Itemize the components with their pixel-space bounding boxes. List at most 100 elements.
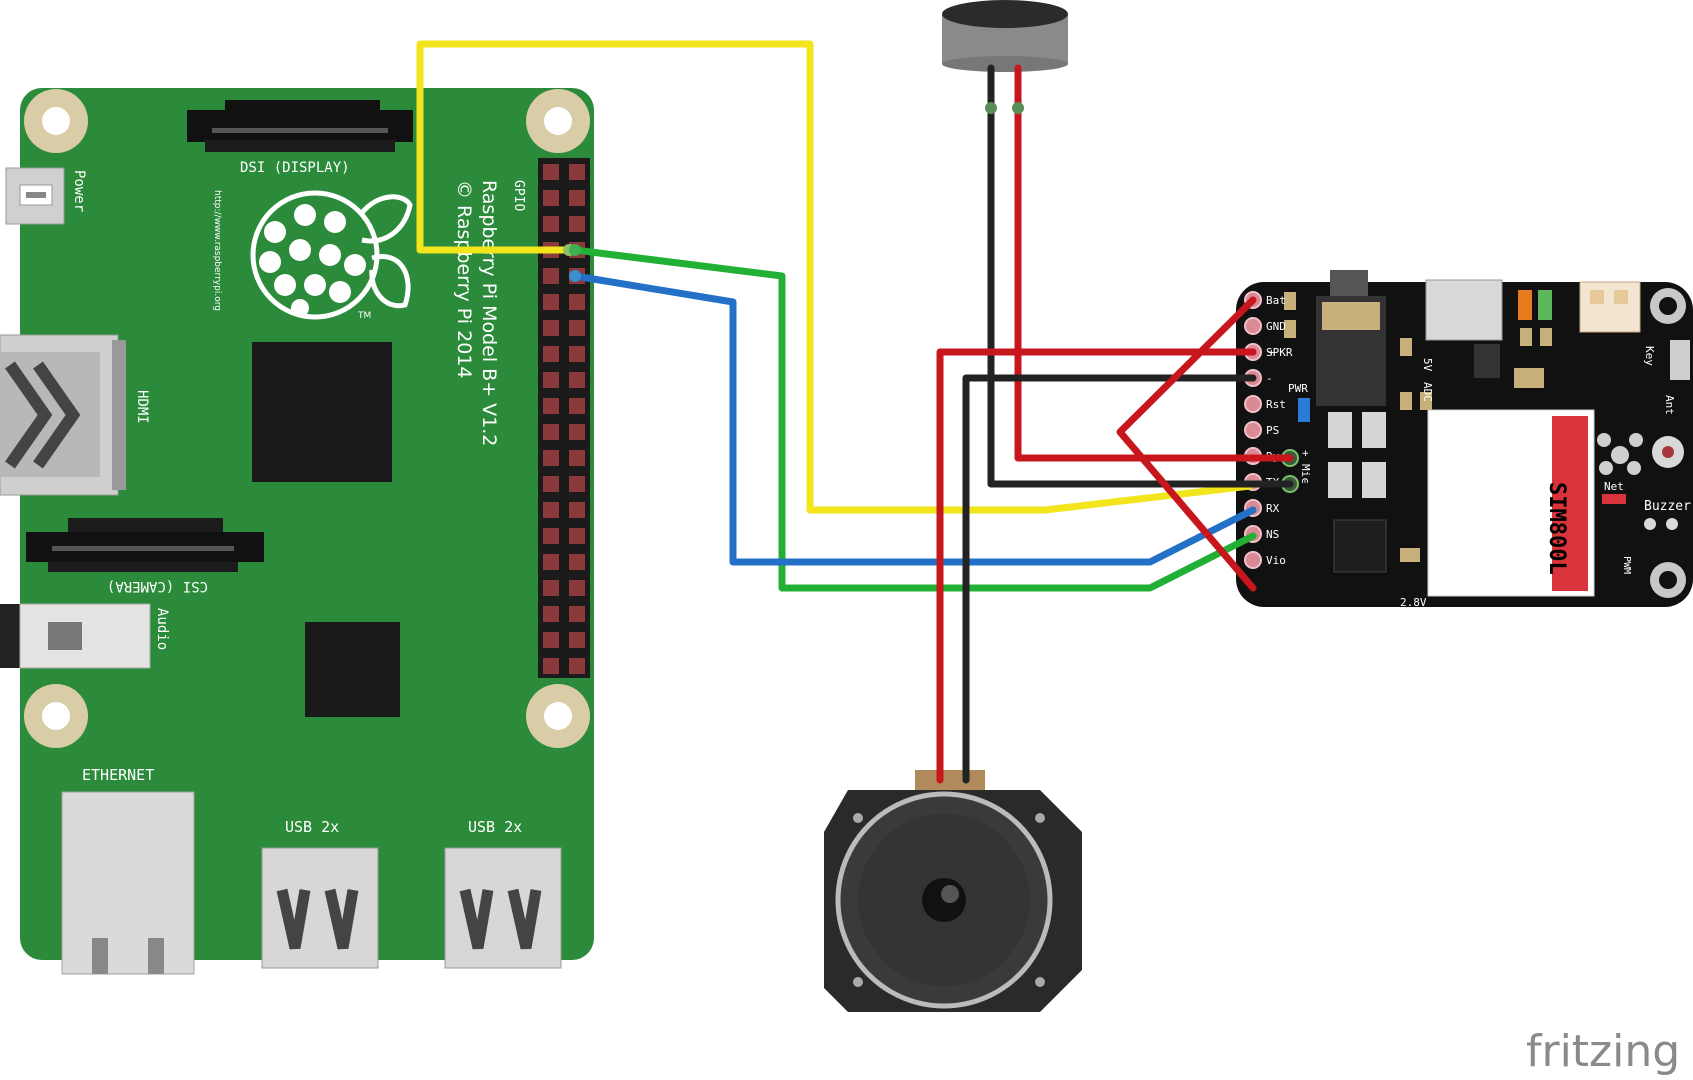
gpio-pin [543,632,559,648]
mounting-hole [24,684,88,748]
tm-mark: TM [357,311,371,321]
key-label: Key [1643,346,1656,366]
sim800l-breakout: SIM800L [1236,270,1693,609]
wire-endpoints [563,102,1024,282]
net-label: Net [1604,480,1624,493]
sim-pin-label: NS [1266,528,1279,541]
wire-red-speaker [936,348,1257,784]
pwm-label: PWM [1621,556,1632,574]
soc-chip [252,342,392,482]
smd-pads [1328,412,1386,498]
gpio-pin [569,372,585,388]
adc-label: ADC [1421,382,1434,402]
sim-pin [1244,395,1262,413]
wire-black-mic [987,64,1294,488]
gpio-pin [543,346,559,362]
wire-black-speaker [962,374,1257,784]
blue-component [1298,398,1310,422]
audio-label: Audio [154,608,170,650]
wire-red-bat-vio [1116,296,1257,592]
gpio-pin [543,398,559,414]
microphone [942,0,1068,72]
audio-jack [0,603,151,669]
gpio-pin [543,476,559,492]
smd-components [1284,292,1552,562]
dsi-connector [187,100,413,152]
power-connector [5,167,65,225]
led-orange [1518,290,1532,320]
gpio-pin [569,580,585,596]
gpio-pin [569,294,585,310]
gpio-label: GPIO [511,180,526,211]
adafruit-logo [1597,433,1643,475]
gpio-pin [543,528,559,544]
sim-pin-label: GND [1266,320,1286,333]
usb-connector [1425,279,1503,341]
speaker [824,770,1082,1012]
gpio-pin [569,216,585,232]
gpio-pin [543,190,559,206]
red-component [1602,494,1626,504]
gpio-pin [569,346,585,362]
sim-pin-label: Bat [1266,294,1286,307]
gpio-pin [569,398,585,414]
gpio-pin [543,580,559,596]
key-button [1670,340,1690,380]
gpio-pin [543,268,559,284]
gpio-pin [543,502,559,518]
usb-port-2 [444,847,562,969]
wire-yellow [416,40,1254,514]
gpio-pin [569,528,585,544]
mounting-hole [24,89,88,153]
sim-pin-label: SPKR [1266,346,1293,359]
csi-connector [26,518,264,572]
gpio-pin [569,554,585,570]
gpio-pin [543,606,559,622]
antenna-connector [1652,436,1684,468]
wire-green [571,246,1257,592]
csi-label: CSI (CAMERA) [107,578,208,594]
gpio-pin [569,632,585,648]
raspberry-url: http://www.raspberrypi.org [212,190,222,311]
small-ic [1474,344,1500,378]
usb-label-1: USB 2x [285,818,339,836]
gpio-pin [543,554,559,570]
wires [416,40,1294,784]
wire-blue [571,272,1257,566]
dsi-label: DSI (DISPLAY) [240,160,350,176]
ethernet-label: ETHERNET [82,766,154,784]
gpio-pin [543,320,559,336]
gpio-pin [543,164,559,180]
main-ic [1333,519,1387,573]
raspberry-logo [250,190,413,320]
gpio-pin [569,450,585,466]
gpio-pin [569,658,585,674]
usb-port-1 [261,847,379,969]
led-green [1538,290,1552,320]
gpio-header [538,158,590,678]
mounting-hole [526,684,590,748]
gpio-pin [569,476,585,492]
mic-pin-label: - [1299,478,1312,485]
sim-pin-label: PS [1266,424,1279,437]
power-label: Power [71,170,87,212]
mounting-hole [526,89,590,153]
hdmi-label: HDMI [134,390,150,424]
buzzer-pads [1644,518,1678,530]
sim-pin-label: - [1266,372,1273,385]
usb-label-2: USB 2x [468,818,522,836]
gpio-pin [569,190,585,206]
usb-ethernet-chip [305,622,400,717]
gpio-pin [569,424,585,440]
gpio-pin [543,372,559,388]
sim800l-module [1427,409,1595,597]
sim-pin [1244,317,1262,335]
audio-jack-component [1316,270,1386,406]
spkr-plus-label: + [1268,346,1275,359]
sim-pin [1244,421,1262,439]
sim-pin-label: Rst [1266,398,1286,411]
gpio-pin [543,424,559,440]
2v8-label: 2.8V [1400,596,1427,609]
sim-pin-label: Vio [1266,554,1286,567]
